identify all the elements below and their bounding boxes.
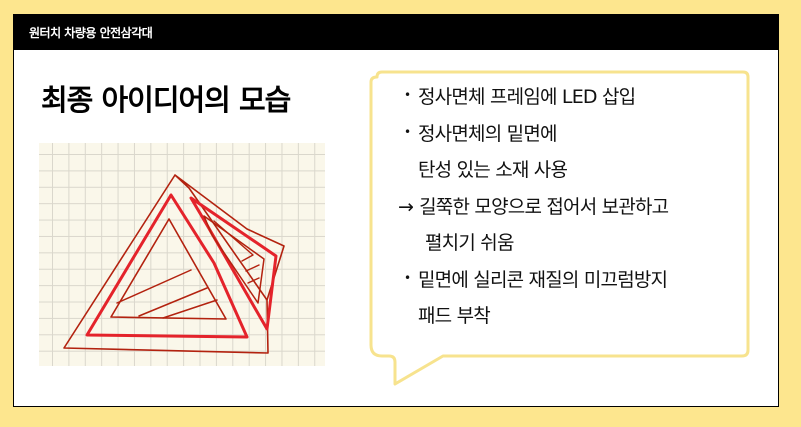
arrow-icon: → [398, 195, 414, 218]
bubble-line-text: 정사면체 프레임에 LED 삽입 [418, 86, 636, 108]
bubble-line-text: 탄성 있는 소재 사용 [418, 159, 568, 181]
speech-bubble [369, 70, 750, 386]
bubble-line: • 정사면체 프레임에 LED 삽입 [382, 79, 742, 116]
bullet-icon: • [404, 88, 411, 103]
sketch-image [39, 143, 325, 366]
bullet-icon: • [404, 124, 411, 139]
bubble-line: • 밑면에 실리콘 재질의 미끄럼방지 [382, 262, 742, 299]
bubble-line-text: 길쭉한 모양으로 접어서 보관하고 [419, 195, 669, 218]
bubble-line-text: 정사면체의 밑면에 [418, 122, 557, 145]
tetrahedron-sketch-icon [63, 174, 285, 354]
bubble-line: • 정사면체의 밑면에 [382, 116, 742, 153]
page-title: 최종 아이디어의 모습 [41, 83, 291, 117]
header-title: 원터치 차량용 안전삼각대 [29, 26, 153, 40]
bullet-icon: • [404, 270, 411, 285]
bubble-line-text: 펼치기 쉬움 [425, 232, 514, 254]
bubble-line: 탄성 있는 소재 사용 [382, 152, 742, 189]
bubble-line-text: 밑면에 실리콘 재질의 미끄럼방지 [418, 268, 668, 291]
bubble-text: • 정사면체 프레임에 LED 삽입 • 정사면체의 밑면에 탄성 있는 소재 사용… [382, 79, 742, 335]
bubble-line: →길쭉한 모양으로 접어서 보관하고 [382, 189, 742, 226]
bubble-line: 펼치기 쉬움 [382, 225, 742, 262]
bubble-line-text: 패드 부착 [418, 305, 491, 327]
header-bar: 원터치 차량용 안전삼각대 [14, 15, 778, 50]
bubble-line: 패드 부착 [382, 298, 742, 335]
